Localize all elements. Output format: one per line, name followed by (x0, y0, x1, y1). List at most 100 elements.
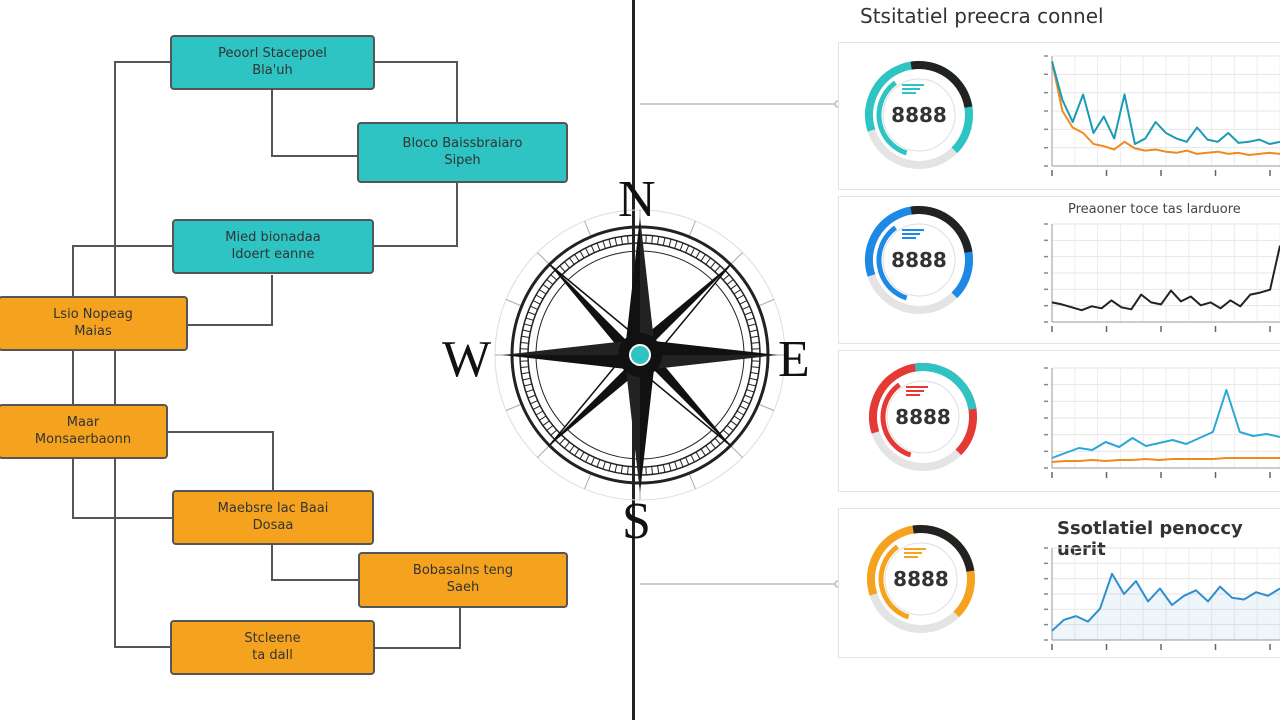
gauge-ring-graphic (867, 525, 975, 633)
compass-outer-tick (688, 473, 696, 490)
compass-inner-tick (742, 305, 750, 310)
compass-inner-tick (520, 366, 529, 369)
compass-inner-tick (542, 284, 550, 290)
gauge-mini-bar (904, 552, 922, 554)
compass-inner-tick (685, 457, 690, 465)
compass-inner-tick (535, 294, 544, 300)
compass-inner-tick (742, 400, 750, 405)
compass-inner-tick (679, 242, 684, 251)
compass-inner-tick (569, 257, 575, 265)
gauge-ring-4: 8888 (866, 524, 976, 634)
compass-east-label: E (778, 331, 810, 388)
compass-inner-tick (608, 238, 612, 247)
compass-inner-tick (746, 389, 755, 393)
flow-box-line: Maebsre lac Baai (217, 500, 329, 516)
compass-cardinal-point (640, 341, 778, 369)
compass-inner-tick (679, 459, 684, 468)
compass-inner-tick (749, 329, 758, 333)
compass-inner-tick (602, 461, 606, 470)
compass-inner-tick (521, 372, 530, 375)
compass-inner-tick (522, 377, 531, 381)
compass-inner-tick (657, 236, 660, 245)
compass-inner-tick (685, 245, 690, 253)
gauge-arc (876, 225, 908, 301)
compass-inner-tick (700, 254, 706, 262)
gauge-value: 8888 (891, 248, 947, 272)
flow-box-3: Mied bionadaa Idoert eanne (172, 219, 374, 274)
flow-box-2: Bloco Baissbraiaro Sipeh (357, 122, 568, 183)
compass-cardinal-point (626, 355, 654, 493)
series-line (1051, 61, 1280, 156)
compass-inner-tick (751, 366, 760, 369)
compass-inner-tick (744, 394, 753, 399)
compass-inner-tick (705, 445, 711, 453)
compass-inner-tick (674, 461, 678, 470)
compass-inner-tick (744, 311, 753, 316)
compass-inner-tick (657, 465, 660, 474)
gauge-ring-graphic (869, 363, 977, 471)
gauge-arc (876, 80, 908, 156)
compass-inner-tick (579, 451, 585, 460)
flow-box-line: Bla'uh (252, 62, 293, 78)
compass-outer-tick (584, 220, 592, 237)
flow-box-line: ta dall (252, 647, 293, 663)
compass-inner-tick (559, 437, 566, 445)
gauge-mini-bar (902, 237, 916, 239)
compass-inner-tick (739, 405, 748, 410)
flow-box-6: Maebsre lac Baai Dosaa (172, 490, 374, 545)
compass-inner-tick (614, 464, 618, 473)
compass-inner-tick (608, 463, 612, 472)
gauge-ring-graphic (865, 206, 973, 314)
flow-box-line: Sipeh (444, 152, 481, 168)
gauge-mini-bar (904, 548, 926, 550)
compass-inner-tick (748, 323, 757, 327)
compass-inner-tick (535, 410, 544, 416)
gauge-mini-bar (902, 229, 924, 231)
flow-box-7: Bobasalns teng Saeh (358, 552, 568, 608)
compass-inner-tick (596, 459, 601, 468)
gauge-mini-bar (906, 386, 928, 388)
flow-connector-lines (72, 61, 461, 649)
compass-north-label: N (618, 171, 656, 228)
compass-outer-tick (730, 252, 743, 265)
series-line (1051, 457, 1280, 463)
line-chart-1 (1044, 55, 1280, 176)
flow-box-8: Stcleene ta dall (170, 620, 375, 675)
compass-inner-tick (651, 466, 654, 475)
flow-box-1: Peoorl Stacepoel Bla'uh (170, 35, 375, 90)
gauge-value: 8888 (893, 567, 949, 591)
compass-inner-tick (590, 457, 595, 465)
gauge-arc (914, 363, 977, 410)
flow-box-line: Peoorl Stacepoel (218, 45, 327, 61)
compass-inner-tick (522, 329, 531, 333)
compass-inner-tick (746, 317, 755, 321)
gauge-mini-bar (906, 390, 924, 392)
compass-inner-tick (714, 437, 721, 445)
flow-box-5: Maar Monsaerbaonn (0, 404, 168, 459)
line-chart-3 (1044, 367, 1280, 478)
gauge-inner (882, 78, 956, 152)
compass-outer-tick (730, 445, 743, 458)
gauge-inner (882, 223, 956, 297)
line-chart-4 (1044, 547, 1280, 650)
compass-inner-tick (690, 454, 695, 463)
compass-inner-tick (585, 454, 590, 463)
compass-inner-tick (695, 451, 701, 460)
compass-inner-tick (733, 289, 741, 295)
series-line (1051, 572, 1280, 632)
flow-box-line: Saeh (446, 580, 480, 595)
compass-inner-tick (700, 448, 706, 456)
compass-inner-tick (530, 400, 538, 405)
flow-box-line: Idoert eanne (231, 246, 315, 262)
compass-inner-tick (521, 335, 530, 338)
compass-inner-tick (539, 415, 547, 421)
panel-2-title: Preaoner toce tas larduore (1068, 202, 1241, 217)
gauge-ring-graphic (865, 61, 973, 169)
compass-inner-tick (662, 237, 666, 246)
compass-inner-tick (542, 420, 550, 426)
gauge-ring-2: 8888 (864, 205, 974, 315)
compass-inner-tick (736, 294, 745, 300)
compass-inner-tick (674, 240, 678, 249)
gauge-mini-bar (902, 233, 920, 235)
panel-4-title: Ssotlatiel penoccy uerit (1057, 518, 1243, 560)
